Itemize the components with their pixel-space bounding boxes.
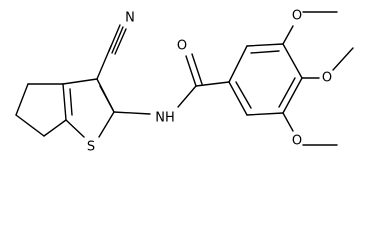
atom-s-thiophene: S xyxy=(87,140,95,155)
bonds xyxy=(15,11,354,146)
atom-nh-amide: NH xyxy=(155,111,175,126)
bond xyxy=(195,81,230,87)
bond xyxy=(250,50,280,54)
bond xyxy=(15,114,45,137)
bond xyxy=(62,78,98,85)
chemical-structure: N O NH S O O O xyxy=(15,9,354,155)
atom-labels: N O NH S O O O xyxy=(87,9,332,155)
atom-o-carbonyl: O xyxy=(177,39,187,54)
bond xyxy=(246,112,284,116)
bond xyxy=(228,81,248,116)
bond xyxy=(69,88,73,116)
atom-o-methoxy-top: O xyxy=(292,9,302,24)
bond xyxy=(98,111,115,138)
bond xyxy=(246,43,284,47)
bond xyxy=(43,119,67,137)
bond xyxy=(177,85,197,108)
bond xyxy=(278,77,296,108)
bond xyxy=(282,43,303,79)
bond xyxy=(282,112,294,132)
bond xyxy=(99,85,114,111)
bond xyxy=(228,45,248,83)
bond xyxy=(113,111,151,115)
bond xyxy=(185,55,197,87)
atom-o-methoxy-middle: O xyxy=(322,71,332,86)
atom-o-methoxy-bottom: O xyxy=(292,134,302,149)
bond xyxy=(235,81,252,109)
bond xyxy=(15,83,29,116)
bond xyxy=(111,26,124,54)
bond xyxy=(191,53,203,85)
atom-n-nitrile: N xyxy=(125,11,135,26)
bond xyxy=(282,77,303,114)
bond xyxy=(282,25,294,45)
bond xyxy=(62,83,67,121)
bond xyxy=(332,47,354,71)
bond xyxy=(114,28,127,55)
bond xyxy=(65,119,85,138)
bond xyxy=(108,24,121,52)
